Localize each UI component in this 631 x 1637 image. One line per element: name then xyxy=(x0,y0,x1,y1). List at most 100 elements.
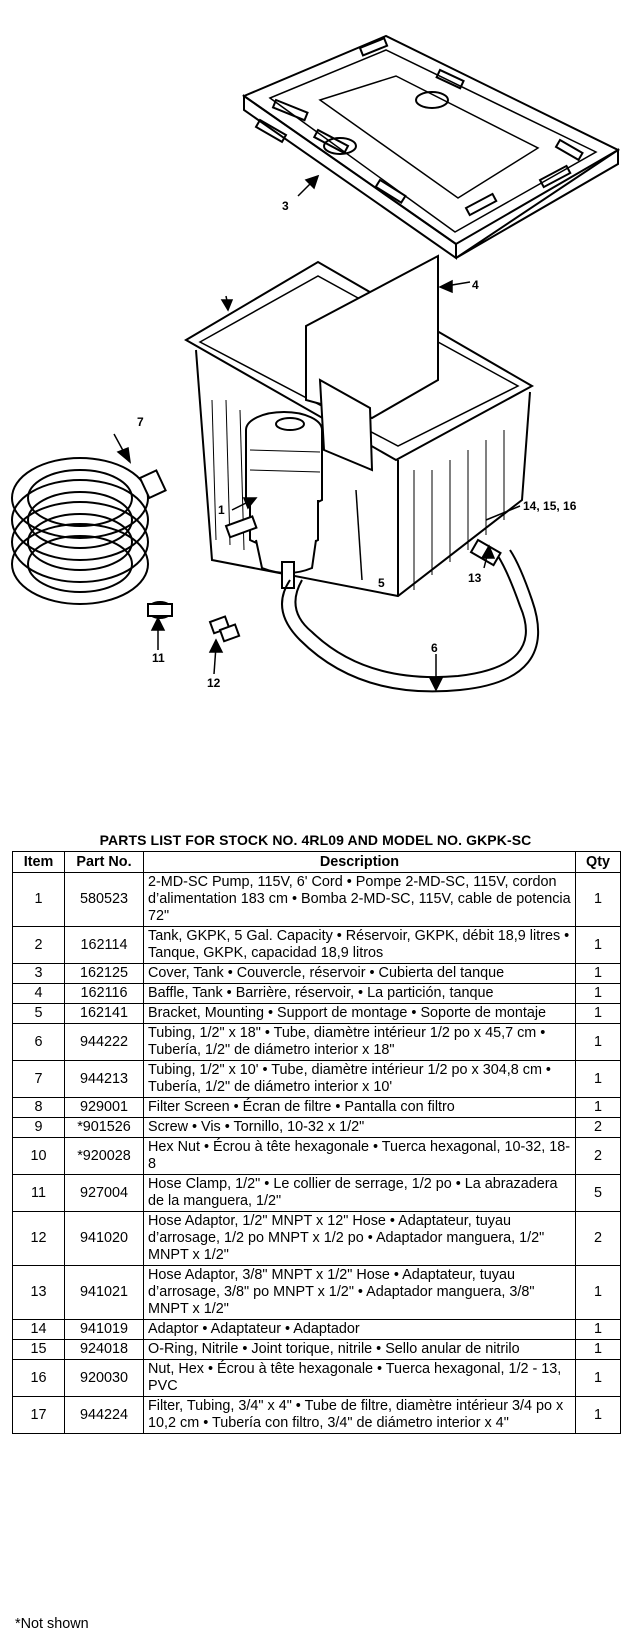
cell-part-no: 941020 xyxy=(64,1211,144,1266)
table-header-row: Item Part No. Description Qty xyxy=(12,851,621,873)
coiled-tubing-drawing xyxy=(11,457,167,605)
cell-description: Tubing, 1/2" x 18" • Tube, diamètre inté… xyxy=(143,1023,576,1061)
cell-item: 14 xyxy=(12,1319,65,1340)
cell-part-no: 941021 xyxy=(64,1265,144,1320)
cell-part-no: 162141 xyxy=(64,1003,144,1024)
cell-qty: 1 xyxy=(575,872,621,927)
cell-item: 10 xyxy=(12,1137,65,1175)
cell-description: Filter Screen • Écran de filtre • Pantal… xyxy=(143,1097,576,1118)
cell-part-no: 944222 xyxy=(64,1023,144,1061)
cell-description: 2-MD-SC Pump, 115V, 6' Cord • Pompe 2-MD… xyxy=(143,872,576,927)
callout-11: 11 xyxy=(152,651,165,665)
cell-part-no: *920028 xyxy=(64,1137,144,1175)
header-description: Description xyxy=(143,851,576,873)
cell-qty: 1 xyxy=(575,963,621,984)
cell-part-no: 580523 xyxy=(64,872,144,927)
cell-qty: 1 xyxy=(575,1359,621,1397)
hose-drawing xyxy=(281,549,540,693)
cell-part-no: 941019 xyxy=(64,1319,144,1340)
cell-description: Baffle, Tank • Barrière, réservoir, • La… xyxy=(143,983,576,1004)
cell-description: O-Ring, Nitrile • Joint torique, nitrile… xyxy=(143,1339,576,1360)
exploded-parts-diagram: 3 4 7 1 14, 15, 16 5 13 6 11 12 xyxy=(11,34,621,693)
cell-item: 8 xyxy=(12,1097,65,1118)
callout-leaders xyxy=(113,174,521,692)
cell-part-no: 924018 xyxy=(64,1339,144,1360)
baffle-drawing xyxy=(305,254,439,472)
cell-part-no: 162125 xyxy=(64,963,144,984)
cell-item: 17 xyxy=(12,1396,65,1434)
cell-description: Tubing, 1/2" x 10' • Tube, diamètre inté… xyxy=(143,1060,576,1098)
header-qty: Qty xyxy=(575,851,621,873)
cell-part-no: 944224 xyxy=(64,1396,144,1434)
cell-qty: 1 xyxy=(575,1003,621,1024)
cell-part-no: 929001 xyxy=(64,1097,144,1118)
cell-description: Nut, Hex • Écrou à tête hexagonale • Tue… xyxy=(143,1359,576,1397)
cell-description: Cover, Tank • Couvercle, réservoir • Cub… xyxy=(143,963,576,984)
cell-qty: 1 xyxy=(575,983,621,1004)
cell-qty: 2 xyxy=(575,1137,621,1175)
callout-5: 5 xyxy=(378,576,385,590)
callout-13: 13 xyxy=(468,571,482,585)
header-part-no: Part No. xyxy=(64,851,144,873)
cell-item: 1 xyxy=(12,872,65,927)
header-item: Item xyxy=(12,851,65,873)
cell-qty: 1 xyxy=(575,1060,621,1098)
cell-part-no: 920030 xyxy=(64,1359,144,1397)
hose-clamp-drawing xyxy=(147,601,173,619)
cell-qty: 1 xyxy=(575,1396,621,1434)
cell-item: 6 xyxy=(12,1023,65,1061)
cell-qty: 2 xyxy=(575,1117,621,1138)
cell-item: 4 xyxy=(12,983,65,1004)
cell-description: Hose Clamp, 1/2" • Le collier de serrage… xyxy=(143,1174,576,1212)
cell-part-no: 927004 xyxy=(64,1174,144,1212)
parts-list-title: PARTS LIST FOR STOCK NO. 4RL09 AND MODEL… xyxy=(99,832,532,848)
cell-description: Tank, GKPK, 5 Gal. Capacity • Réservoir,… xyxy=(143,926,576,964)
cell-qty: 5 xyxy=(575,1174,621,1212)
tank-cover-drawing xyxy=(241,34,621,260)
cell-item: 15 xyxy=(12,1339,65,1360)
hose-adaptor-12-drawing xyxy=(208,615,241,643)
callout-6: 6 xyxy=(431,641,438,655)
cell-description: Hose Adaptor, 1/2" MNPT x 12" Hose • Ada… xyxy=(143,1211,576,1266)
cell-item: 11 xyxy=(12,1174,65,1212)
cell-qty: 1 xyxy=(575,1097,621,1118)
cell-description: Adaptor • Adaptateur • Adaptador xyxy=(143,1319,576,1340)
callout-7: 7 xyxy=(137,415,144,429)
cell-qty: 2 xyxy=(575,1211,621,1266)
cell-item: 5 xyxy=(12,1003,65,1024)
cell-item: 9 xyxy=(12,1117,65,1138)
cell-part-no: 944213 xyxy=(64,1060,144,1098)
cell-qty: 1 xyxy=(575,1265,621,1320)
cell-part-no: *901526 xyxy=(64,1117,144,1138)
cell-description: Hose Adaptor, 3/8" MNPT x 1/2" Hose • Ad… xyxy=(143,1265,576,1320)
callout-12: 12 xyxy=(207,676,221,690)
callout-14-15-16: 14, 15, 16 xyxy=(523,499,577,513)
cell-qty: 1 xyxy=(575,926,621,964)
cell-qty: 1 xyxy=(575,1339,621,1360)
cell-item: 16 xyxy=(12,1359,65,1397)
cell-part-no: 162116 xyxy=(64,983,144,1004)
cell-part-no: 162114 xyxy=(64,926,144,964)
callout-4: 4 xyxy=(472,278,479,292)
cell-item: 2 xyxy=(12,926,65,964)
cell-description: Hex Nut • Écrou à tête hexagonale • Tuer… xyxy=(143,1137,576,1175)
cell-item: 7 xyxy=(12,1060,65,1098)
